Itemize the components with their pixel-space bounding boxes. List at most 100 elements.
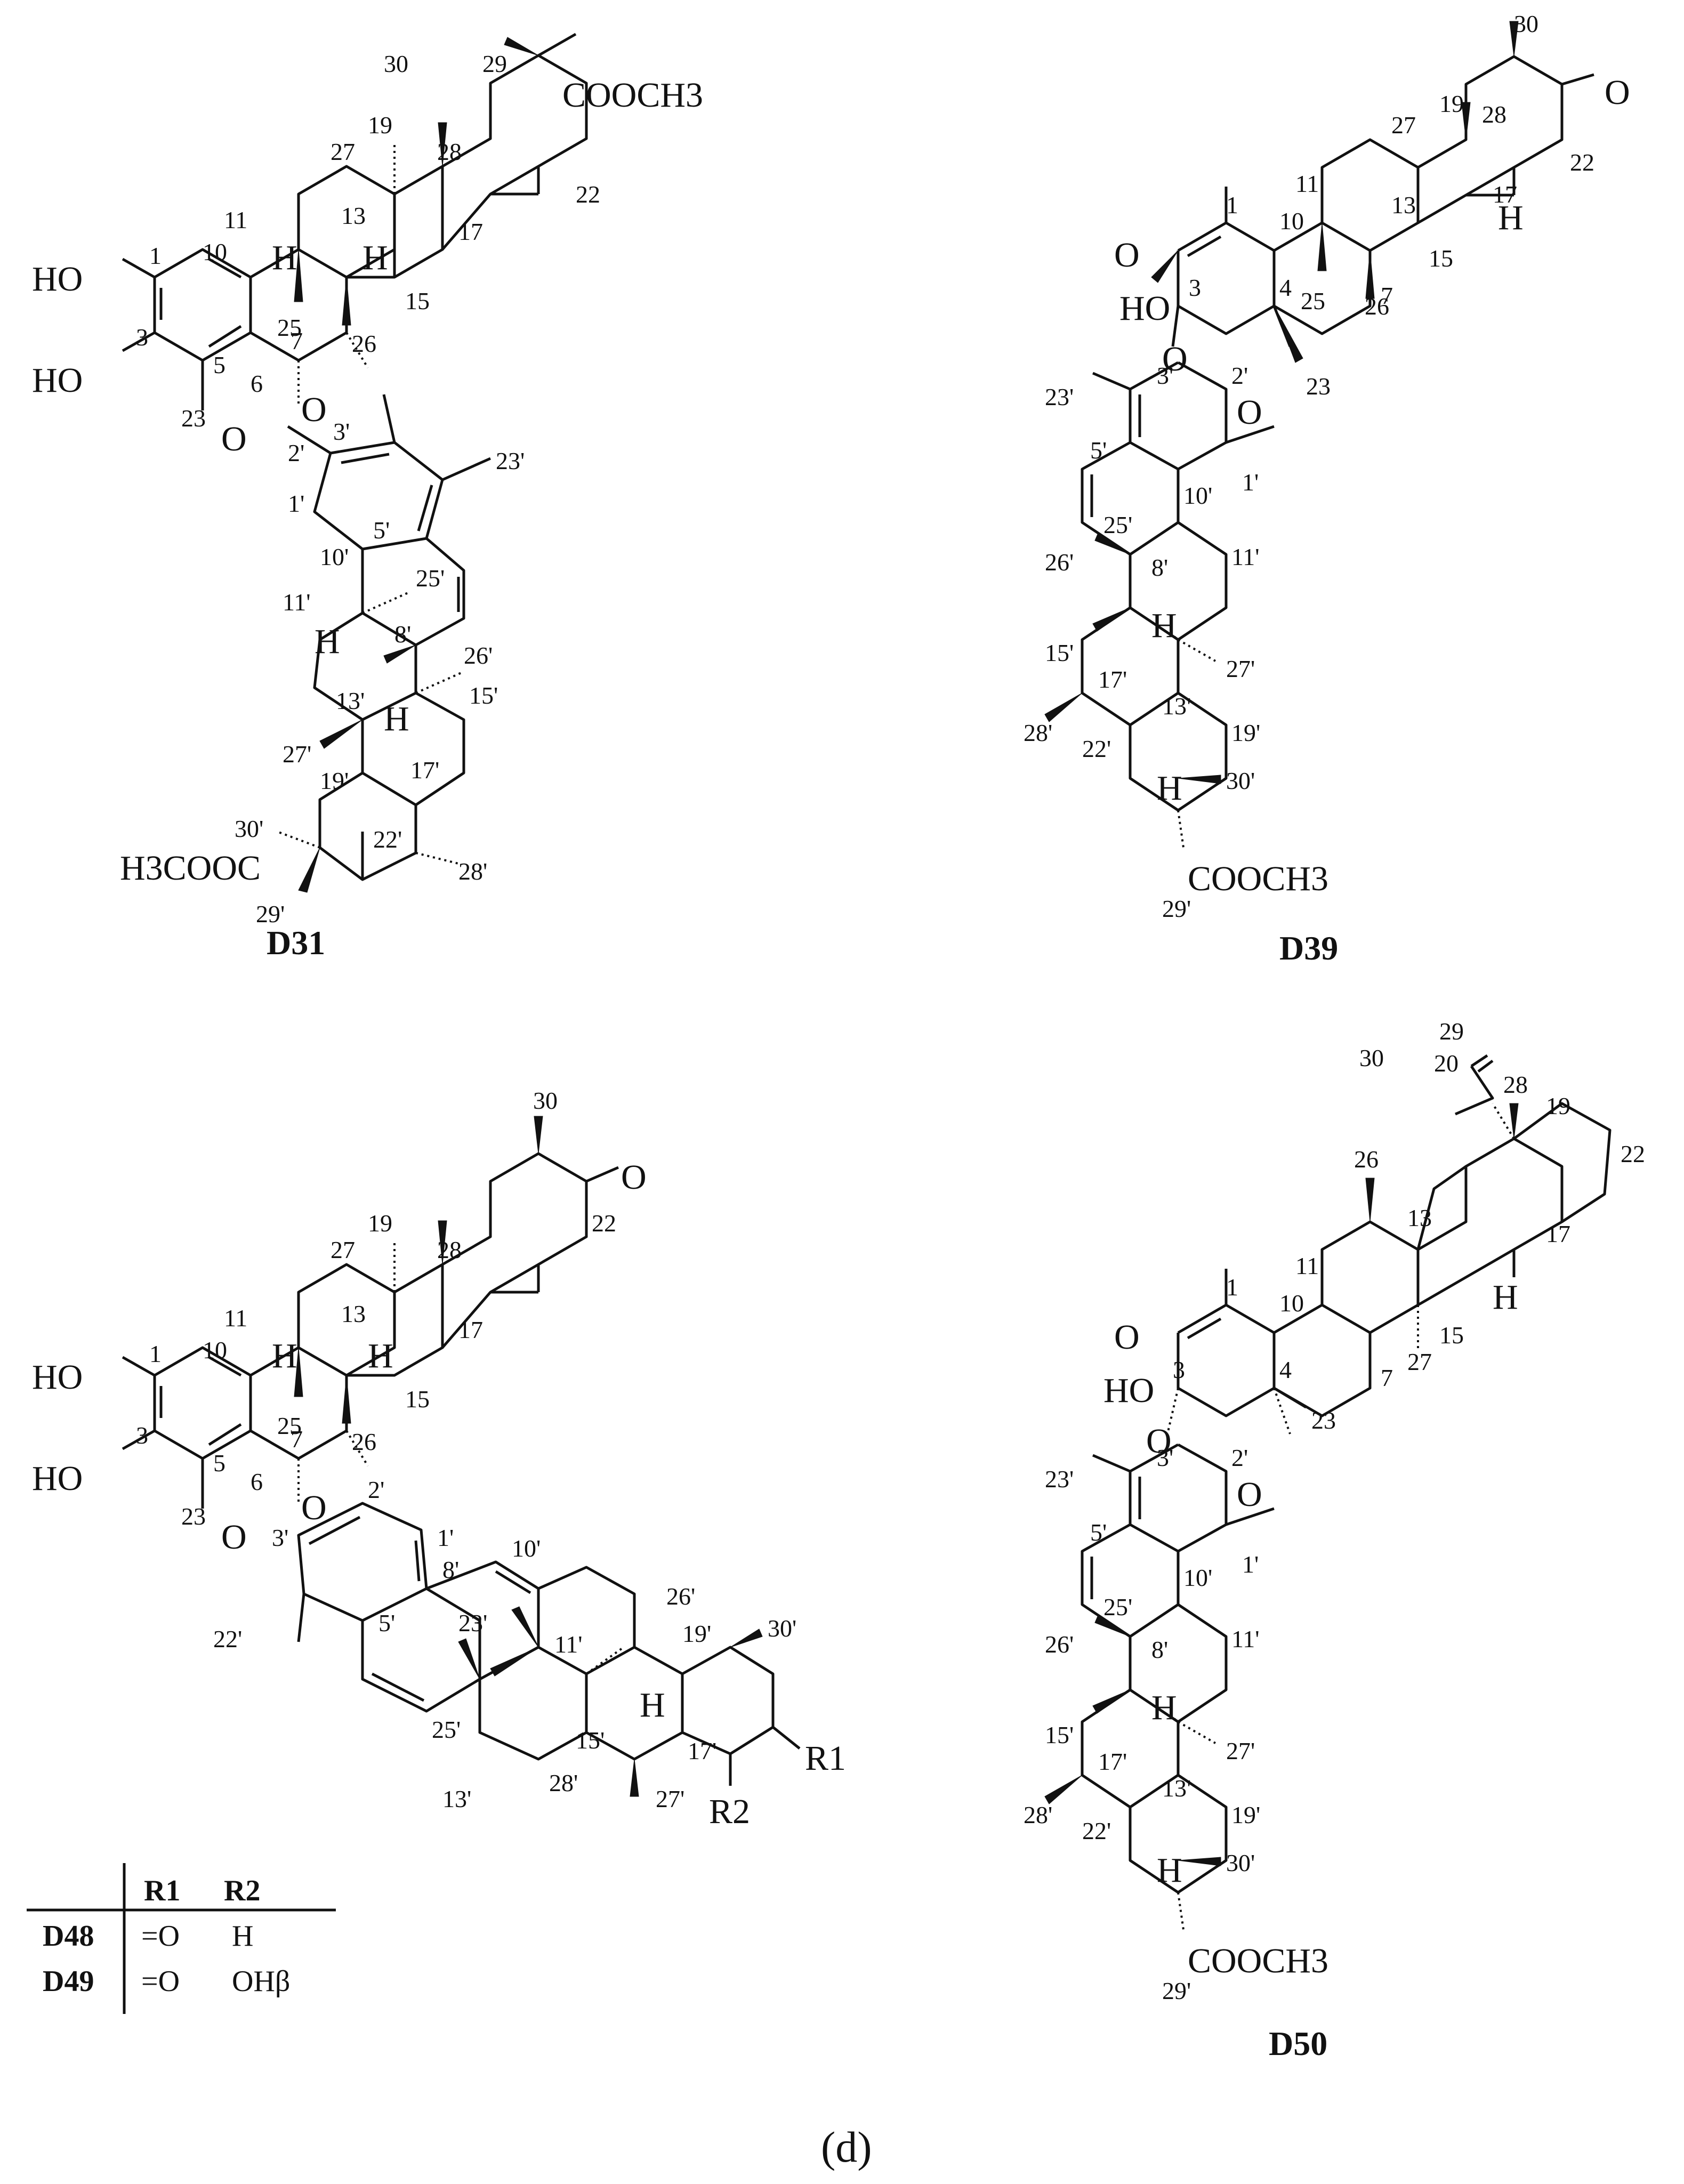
locant-label: 15 (1429, 245, 1453, 272)
locant-label: 28 (1503, 1071, 1528, 1098)
locant-label: 28' (549, 1769, 578, 1796)
locant-label: 27 (331, 1236, 355, 1263)
d50-hydrogen-18p: H (1157, 1851, 1182, 1890)
locant-label: 25 (1301, 287, 1325, 315)
locant-label: 17' (410, 756, 439, 784)
locant-label: 22 (1621, 1140, 1645, 1167)
locant-label: 13 (1407, 1204, 1432, 1231)
d31-hydroxyl-2: HO (32, 260, 83, 299)
locant-label: 3 (1173, 1356, 1185, 1383)
locant-label: 20 (1434, 1050, 1459, 1077)
d48-ether-oxygen-7: O (301, 1488, 327, 1527)
d39-ether-oxygen-4: O (1237, 393, 1262, 432)
d31-ether-oxygen-7: O (301, 390, 327, 429)
locant-label: 5 (213, 351, 225, 378)
table-row-d48-compound: D48 (43, 1920, 94, 1953)
locant-label: 23 (1306, 373, 1331, 400)
locant-label: 19' (320, 767, 349, 794)
locant-label: 19 (1546, 1092, 1570, 1119)
locant-label: 25 (277, 1412, 302, 1439)
locant-label: 1 (149, 242, 162, 269)
d48-substituent-r2: R2 (709, 1792, 750, 1831)
d39-ketone-top: O (1114, 236, 1140, 275)
locant-label: 30 (1359, 1044, 1384, 1071)
locant-label: 26 (352, 1428, 376, 1455)
locant-label: 29' (256, 900, 285, 928)
locant-label: 5' (373, 517, 390, 544)
d50-ether-oxygen-3: O (1146, 1422, 1172, 1461)
locant-label: 30' (235, 815, 263, 842)
d50-hydrogen-9p: H (1151, 1688, 1177, 1727)
locant-label: 15' (1045, 1721, 1074, 1748)
locant-label: 27 (1391, 111, 1416, 139)
d31-hydroxyl-3: HO (32, 361, 83, 400)
locant-label: 6 (251, 370, 263, 397)
locant-label: 3 (136, 1422, 148, 1449)
locant-label: 1' (437, 1524, 454, 1551)
locant-label: 29' (1162, 895, 1191, 922)
locant-label: 23' (1045, 1465, 1074, 1493)
locant-label: 1 (1226, 191, 1238, 219)
locant-label: 26 (1354, 1146, 1379, 1173)
locant-label: 22 (1570, 149, 1594, 176)
locant-label: 8' (1151, 1636, 1168, 1663)
locant-label: 3' (333, 418, 350, 445)
d50-ester: COOCH3 (1188, 1941, 1328, 1980)
table-row-d49-r2: OHβ (232, 1965, 290, 1998)
locant-label: 17 (458, 218, 483, 245)
locant-label: 19 (368, 111, 392, 139)
table-row-d49-compound: D49 (43, 1965, 94, 1998)
locant-label: 10' (320, 543, 349, 570)
locant-label: 4 (1279, 1356, 1292, 1383)
locant-label: 19' (1231, 719, 1260, 746)
locant-label: 3' (272, 1524, 288, 1551)
locant-label: 19 (368, 1210, 392, 1237)
d48-locants: 1 3 5 6 7 10 11 13 15 17 19 22 23 25 26 … (136, 1087, 796, 1812)
locant-label: 28' (1024, 1801, 1052, 1828)
d50-ether-oxygen-4: O (1237, 1475, 1262, 1514)
d31-ether-oxygen-6: O (221, 420, 247, 458)
locant-label: 13' (1162, 1775, 1191, 1802)
d39-compound-label: D39 (1279, 929, 1338, 967)
locant-label: 11' (1231, 543, 1260, 570)
d39-ketone-ring: O (1605, 73, 1630, 112)
locant-label: 17 (458, 1316, 483, 1343)
locant-label: 22' (1082, 1817, 1111, 1844)
locant-label: 25' (416, 565, 445, 592)
locant-label: 27 (331, 138, 355, 165)
d48-substituent-r1: R1 (805, 1739, 846, 1778)
locant-label: 27' (283, 740, 311, 768)
d48-hydrogen-9: H (272, 1336, 297, 1375)
locant-label: 28' (1024, 719, 1052, 746)
locant-label: 7 (1381, 1364, 1393, 1391)
locant-label: 19 (1439, 90, 1464, 117)
d31-hydrogen-9: H (272, 238, 297, 277)
locant-label: 7 (291, 327, 303, 354)
locant-label: 15 (1439, 1321, 1464, 1349)
d48-d49-substituent-table: R1 R2 D48 =O H D49 =O OHβ (27, 1863, 336, 2014)
panel-label: (d) (821, 2123, 872, 2171)
locant-label: 19' (1231, 1801, 1260, 1828)
d50-hydroxyl: HO (1103, 1371, 1154, 1410)
locant-label: 7 (291, 1425, 303, 1453)
d31-hydrogen-18p: H (384, 699, 409, 738)
locant-label: 2' (368, 1476, 384, 1503)
locant-label: 13' (442, 1785, 471, 1812)
locant-label: 28' (458, 858, 487, 885)
locant-label: 19' (682, 1620, 711, 1647)
table-header-r1: R1 (144, 1874, 180, 1907)
d48-hydroxyl-3: HO (32, 1459, 83, 1498)
locant-label: 13' (336, 687, 365, 714)
locant-label: 1 (149, 1340, 162, 1367)
locant-label: 17 (1493, 181, 1517, 208)
locant-label: 28 (1482, 101, 1506, 128)
d48-hydrogen-18p: H (640, 1686, 665, 1724)
locant-label: 8' (1151, 554, 1168, 581)
locant-label: 26 (352, 330, 376, 357)
d50-hydrogen-18: H (1493, 1278, 1518, 1317)
d39-hydrogen-18p: H (1157, 769, 1182, 808)
locant-label: 23 (181, 1503, 206, 1530)
locant-label: 13 (341, 202, 366, 229)
locant-label: 15' (1045, 639, 1074, 666)
